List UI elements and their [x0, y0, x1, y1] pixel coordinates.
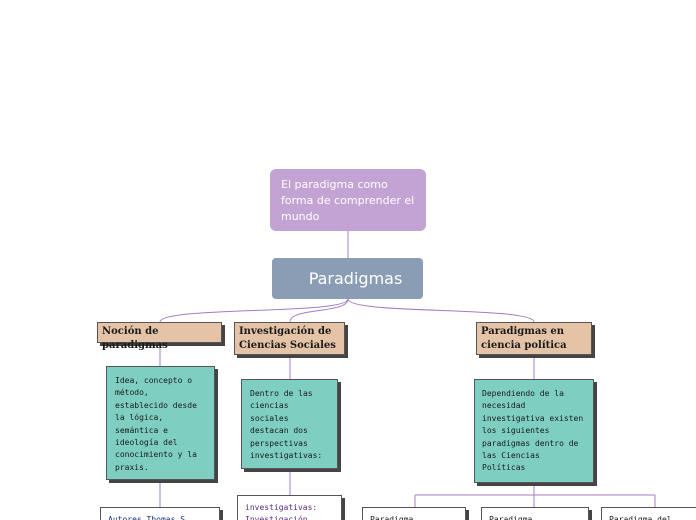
subnode-paradigma-2[interactable]: Paradigma [481, 507, 589, 520]
link-central-nocion [159, 298, 349, 323]
link-central-investigacion [289, 298, 349, 323]
detail-investigacion[interactable]: Dentro de las ciencias sociales destacan… [241, 379, 338, 469]
subnode-paradigma-1[interactable]: Paradigma [362, 507, 466, 520]
subtopic-paradigma-mundo[interactable]: El paradigma como forma de comprender el… [270, 169, 426, 231]
subnode-investigativas[interactable]: investigativas: Investigación [237, 495, 342, 520]
detail-ciencia-politica[interactable]: Dependiendo de la necesidad investigativ… [474, 379, 594, 483]
topic-paradigmas-ciencia-politica[interactable]: Paradigmas en ciencia política [476, 322, 592, 355]
detail-nocion[interactable]: Idea, concepto o método, establecido des… [106, 366, 215, 480]
topic-nocion-paradigmas[interactable]: Noción de paradigmas [97, 322, 222, 351]
link-central-cienciapolitica [347, 298, 535, 323]
central-topic-paradigmas[interactable]: Paradigmas [272, 258, 423, 299]
topic-investigacion-ciencias-sociales[interactable]: Investigación de Ciencias Sociales [234, 322, 345, 355]
subnode-autores-thomas[interactable]: Autores Thomas S. [100, 507, 220, 520]
subnode-paradigma-del[interactable]: Paradigma del [601, 507, 696, 520]
